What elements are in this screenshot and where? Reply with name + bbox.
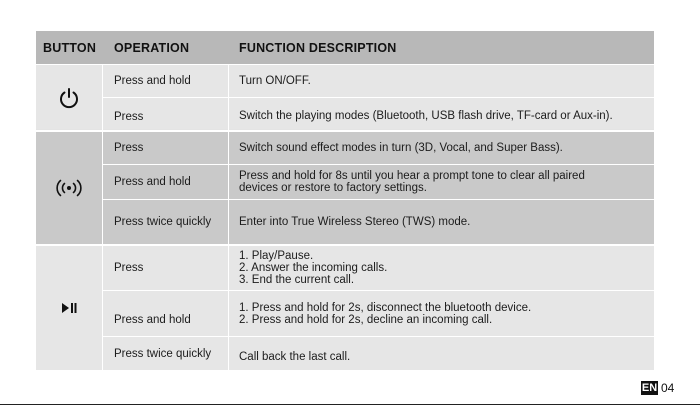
function-line: Call back the last call. <box>239 350 351 363</box>
function-cell: 1. Play/Pause. 2. Answer the incoming ca… <box>239 246 651 290</box>
operation-cell: Press twice quickly <box>114 347 212 360</box>
operation-cell: Press and hold <box>114 313 191 326</box>
function-cell: Press and hold for 8s until you hear a p… <box>239 165 651 199</box>
power-icon <box>36 65 102 130</box>
group-divider <box>36 130 654 132</box>
function-line: Switch the playing modes (Bluetooth, USB… <box>239 110 613 122</box>
language-badge: EN <box>641 381 658 395</box>
row-divider <box>102 199 654 200</box>
function-cell: Turn ON/OFF. <box>239 65 649 97</box>
operation-cell: Press <box>114 111 144 123</box>
operation-cell: Press twice quickly <box>114 216 212 228</box>
group-divider <box>36 244 654 246</box>
function-line: 1. Play/Pause. <box>239 250 314 262</box>
row-divider <box>102 97 654 98</box>
table-header: BUTTON OPERATION FUNCTION DESCRIPTION <box>36 31 654 64</box>
function-line: Enter into True Wireless Stereo (TWS) mo… <box>239 216 471 228</box>
row-divider <box>102 336 654 337</box>
group-broadcast-bg <box>36 131 654 244</box>
operation-cell: Press <box>114 142 144 154</box>
function-cell: Switch sound effect modes in turn (3D, V… <box>239 132 651 164</box>
row-divider <box>102 164 654 165</box>
function-line: 3. End the current call. <box>239 274 355 286</box>
page-number: 04 <box>661 381 675 395</box>
operation-cell: Press and hold <box>114 176 191 188</box>
header-function-description: FUNCTION DESCRIPTION <box>239 41 397 55</box>
broadcast-icon <box>36 132 102 244</box>
function-cell: Switch the playing modes (Bluetooth, USB… <box>239 98 651 130</box>
operation-cell: Press and hold <box>114 75 191 87</box>
row-divider <box>102 290 654 291</box>
play-pause-icon <box>36 246 102 370</box>
function-line: 2. Answer the incoming calls. <box>239 262 388 274</box>
function-cell: Enter into True Wireless Stereo (TWS) mo… <box>239 200 651 244</box>
function-line: devices or restore to factory settings. <box>239 182 427 194</box>
header-operation: OPERATION <box>114 41 190 55</box>
function-line: 1. Press and hold for 2s, disconnect the… <box>239 301 532 314</box>
row-divider <box>36 64 654 65</box>
footer-rule <box>0 404 700 405</box>
function-line: Switch sound effect modes in turn (3D, V… <box>239 142 563 154</box>
function-cell: Call back the last call. <box>239 337 651 370</box>
function-line: Turn ON/OFF. <box>239 75 311 87</box>
header-button: BUTTON <box>43 41 97 55</box>
function-cell: 1. Press and hold for 2s, disconnect the… <box>239 291 651 336</box>
function-line: Press and hold for 8s until you hear a p… <box>239 170 585 182</box>
column-divider <box>228 64 229 370</box>
operation-cell: Press <box>114 262 144 274</box>
button-function-table: BUTTON OPERATION FUNCTION DESCRIPTION Pr… <box>36 31 654 370</box>
group-play-bg <box>36 246 654 370</box>
column-divider <box>102 64 103 370</box>
function-line: 2. Press and hold for 2s, decline an inc… <box>239 313 493 326</box>
